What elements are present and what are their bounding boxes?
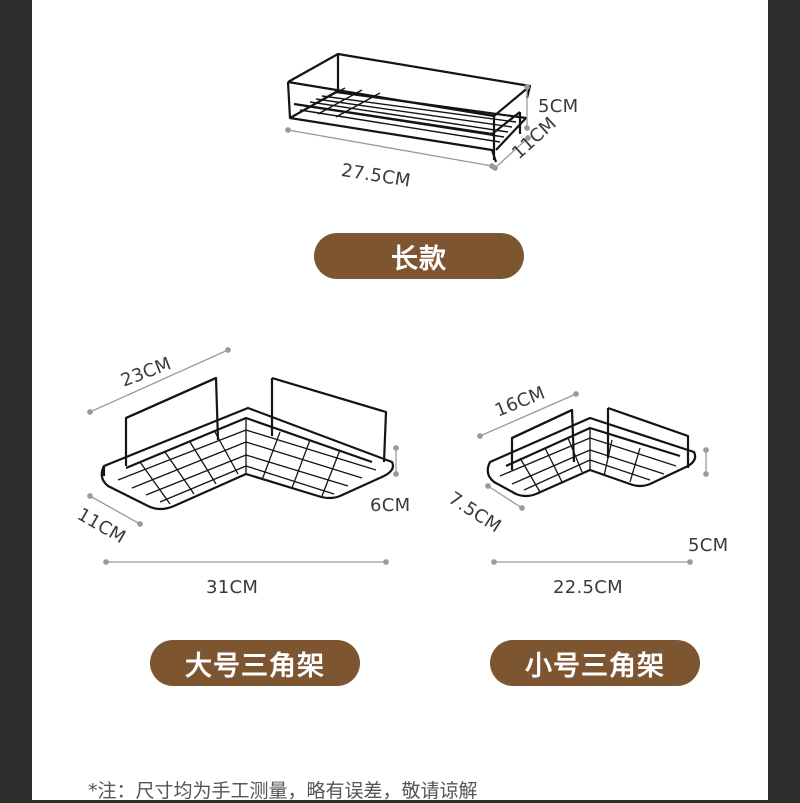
small-corner-height-label: 5CM [688, 535, 729, 556]
small-corner-shelf-drawing [486, 406, 697, 498]
small-corner-width-label: 22.5CM [553, 577, 623, 598]
small-corner-dim-lines [477, 391, 709, 565]
large-corner-height-label: 6CM [370, 495, 411, 516]
large-corner-badge: 大号三角架 [150, 640, 360, 686]
large-corner-shelf-drawing [100, 376, 395, 511]
long-shelf-drawing [286, 52, 532, 163]
footnote: *注：尺寸均为手工测量，略有误差，敬请谅解 [88, 780, 478, 802]
large-corner-width-label: 31CM [206, 577, 259, 598]
long-shelf-dim-lines [285, 84, 531, 171]
small-corner-badge: 小号三角架 [490, 640, 700, 686]
long-shelf-badge: 长款 [314, 233, 524, 279]
large-corner-dim-lines [87, 347, 399, 565]
long-shelf-height-label: 5CM [538, 96, 579, 117]
